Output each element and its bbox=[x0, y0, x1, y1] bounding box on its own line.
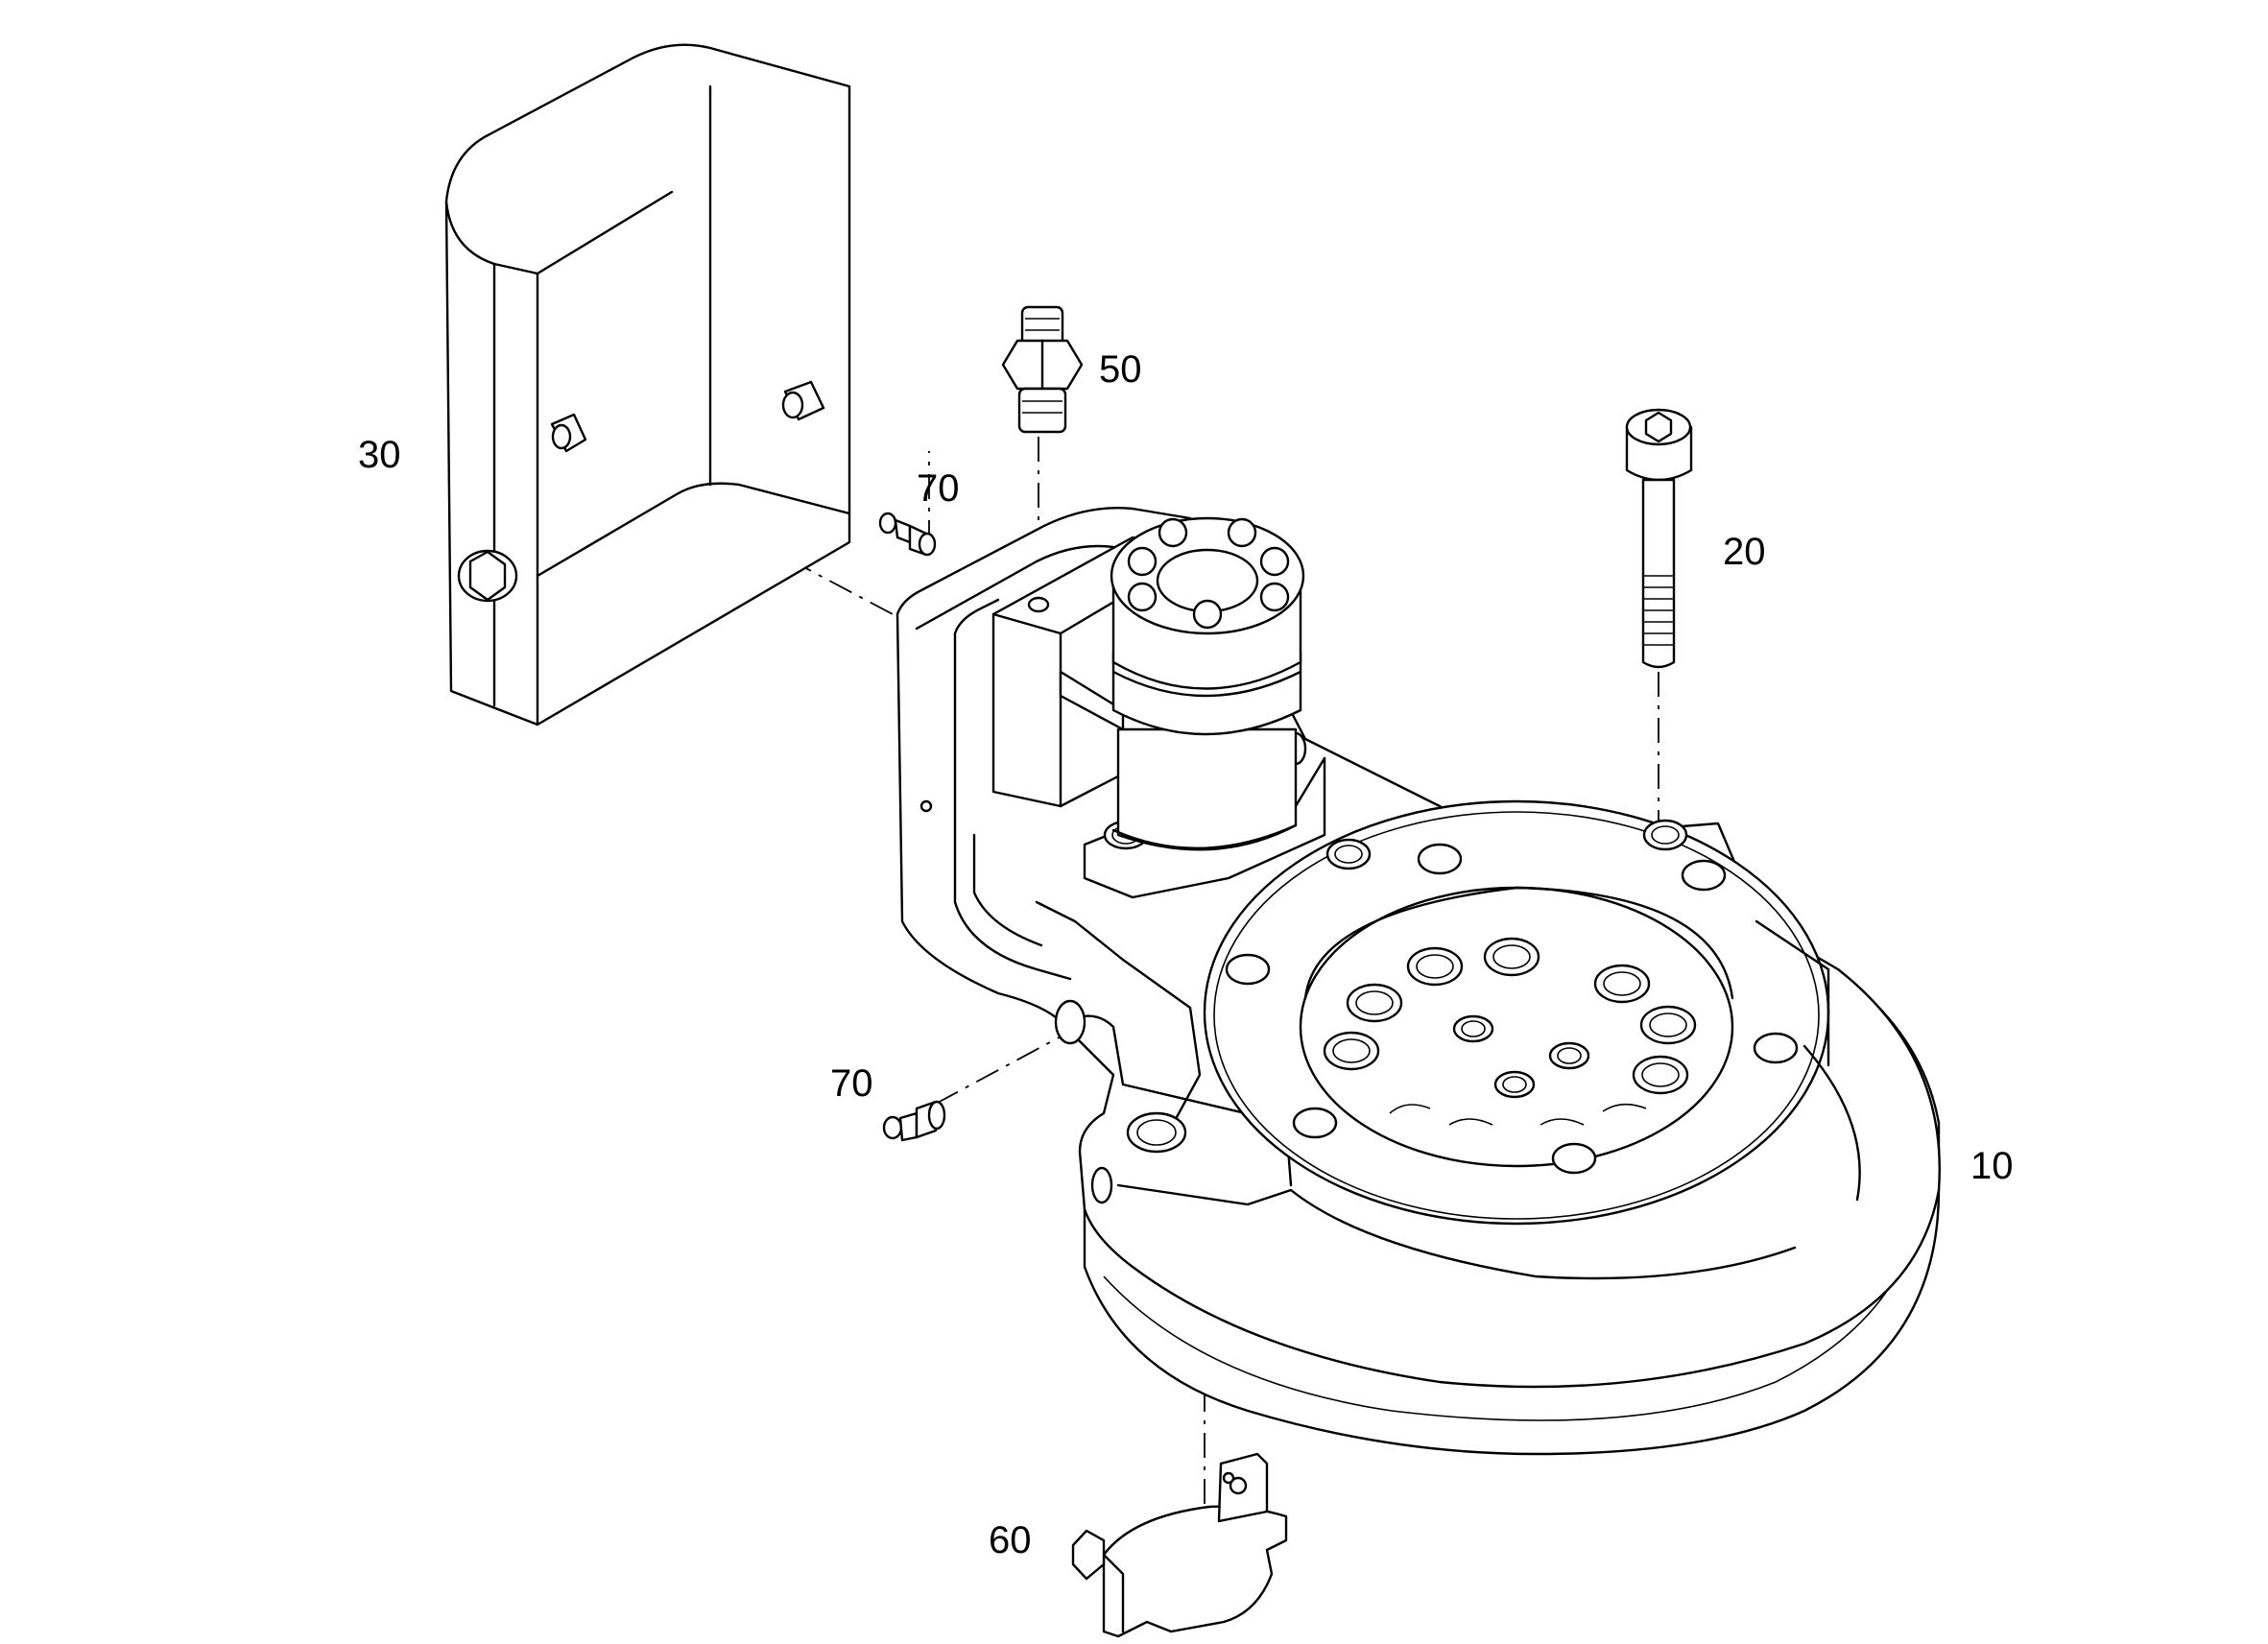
callout-50: 50 bbox=[1099, 348, 1142, 391]
callout-60: 60 bbox=[989, 1519, 1032, 1561]
actuator-assembly bbox=[991, 516, 1326, 899]
guard-part-30 bbox=[444, 43, 851, 727]
screw-part-20 bbox=[1625, 408, 1693, 669]
nipple-part-70-lower bbox=[882, 1100, 946, 1142]
fitting-part-50 bbox=[1001, 305, 1084, 434]
outer-bolt-holes bbox=[919, 799, 1799, 1204]
nipple-part-70-upper bbox=[878, 512, 937, 557]
callout-70-lower: 70 bbox=[830, 1062, 873, 1105]
callout-10: 10 bbox=[1970, 1145, 2014, 1187]
cover-part-60 bbox=[1071, 1452, 1288, 1638]
callout-30: 30 bbox=[358, 434, 401, 476]
inner-bolt-holes bbox=[1323, 937, 1697, 1126]
housing-part-10 bbox=[895, 507, 1941, 1456]
callout-20: 20 bbox=[1723, 531, 1766, 573]
callout-labels: 10 20 30 50 60 70 70 bbox=[358, 348, 2014, 1561]
callout-70-upper: 70 bbox=[917, 467, 960, 510]
